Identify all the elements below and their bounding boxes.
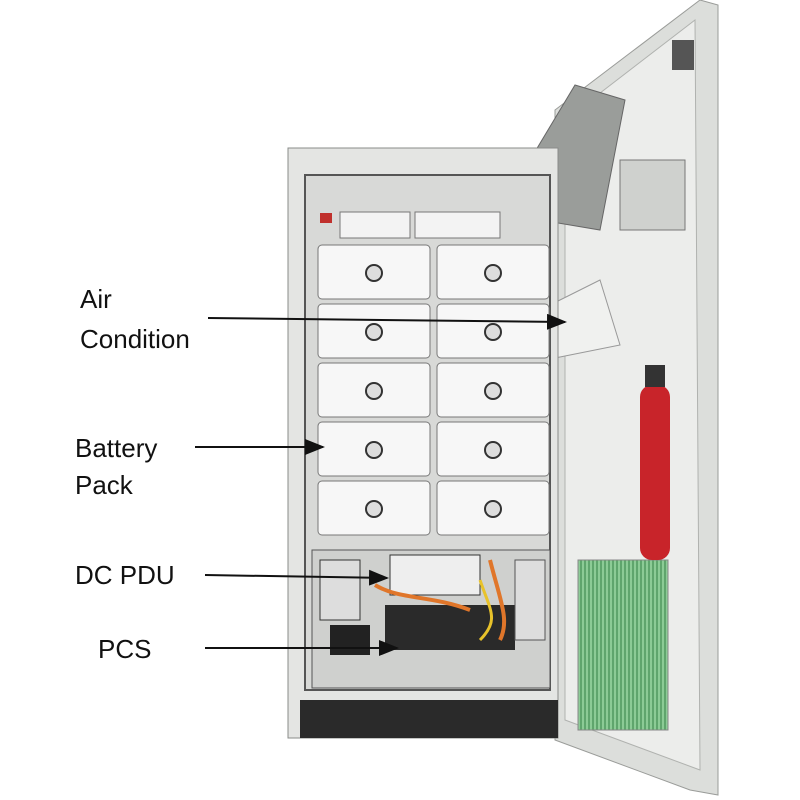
dc-pdu-arrow [204,569,389,586]
air-condition-label-line1: Air [80,284,112,314]
air-filter [577,559,669,731]
fan-icon [484,441,502,459]
label-dc-pdu: DC PDU [75,560,389,590]
battery-packs [317,244,550,536]
fan-icon [484,382,502,400]
label-pcs: PCS [98,634,399,664]
fan-icon [484,500,502,518]
battery-pack-label-line2: Pack [75,470,134,500]
battery-pack-label-line1: Battery [75,433,157,463]
fire-extinguisher [640,365,670,560]
fan-icon [484,264,502,282]
fan-icon [365,264,383,282]
fan-icon [365,323,383,341]
breakers [319,559,361,621]
pcs-unit [385,605,515,650]
air-condition-label-line2: Condition [80,324,190,354]
lower-compartment [311,549,551,689]
label-battery-pack: Battery Pack [75,433,325,500]
fan-icon [365,500,383,518]
pcs-label: PCS [98,634,151,664]
fan-icon [484,323,502,341]
label-air-condition: Air Condition [80,284,567,354]
door-sensor [672,40,694,70]
dc-pdu-unit [389,554,481,596]
fan-icon [365,382,383,400]
fan-icon [365,441,383,459]
air-condition-arrow [207,313,567,330]
dc-pdu-label: DC PDU [75,560,175,590]
